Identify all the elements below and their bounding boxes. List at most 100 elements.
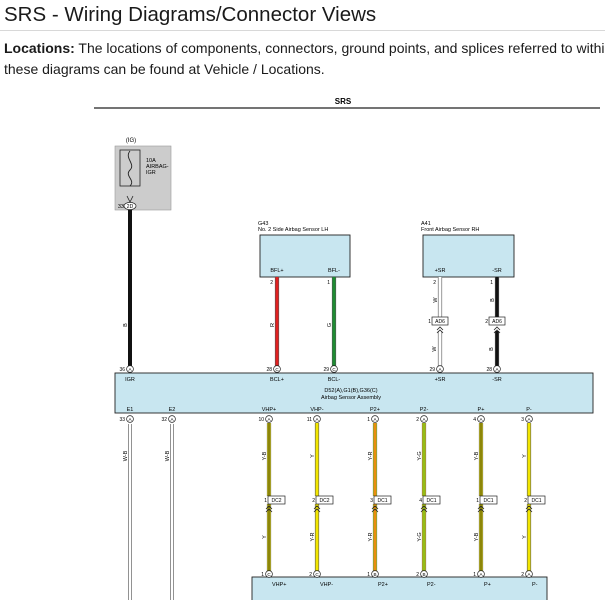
lower-wire-top-code-5: Y	[522, 454, 528, 458]
top-terminal-number-2: 29	[323, 367, 329, 373]
dc-connector-box-2	[373, 495, 392, 505]
dc-connector-pin-5: 2	[524, 498, 527, 504]
dc-connector-box-4	[479, 495, 498, 505]
end-terminal-0-conn: C	[267, 572, 271, 577]
front-connector-arrow-2	[493, 326, 501, 334]
front-sensor-pin-minus: -SR	[492, 268, 502, 274]
top-terminal-number-4: 28	[486, 367, 492, 373]
dc-connector-arrow-5	[525, 505, 533, 513]
end-terminal-number-1: 2	[309, 572, 312, 578]
front-connector-box-2	[488, 316, 506, 326]
dc-connector-id-3: DC1	[426, 498, 436, 504]
ig-wire-code: B	[123, 323, 129, 327]
top-terminal-label-1: BCL+	[270, 377, 284, 383]
bottom-terminal-1	[168, 415, 176, 423]
top-terminal-3-conn: A	[438, 367, 442, 372]
dc-connector-id-2: DC1	[377, 498, 387, 504]
fuse-pin-number: 33	[118, 204, 124, 210]
bottom-terminal-label-4: P2+	[370, 407, 380, 413]
end-terminal-number-3: 2	[416, 572, 419, 578]
fuse-connector-terminal	[123, 202, 137, 210]
bottom-terminal-2-conn: A	[267, 417, 271, 422]
bottom-terminal-number-5: 2	[416, 417, 419, 423]
fuse-name-line2: IGR	[146, 170, 156, 176]
end-terminal-5-conn: A	[527, 572, 531, 577]
dc-connector-id-4: DC1	[483, 498, 493, 504]
top-terminal-number-3: 29	[429, 367, 435, 373]
bottom-terminal-label-7: P-	[526, 407, 532, 413]
bottom-terminal-number-7: 3	[521, 417, 524, 423]
dc-connector-box-3	[422, 495, 441, 505]
bottom-terminal-5	[420, 415, 428, 423]
front-sensor-name: Front Airbag Sensor RH	[421, 227, 479, 233]
top-terminal-3	[436, 365, 444, 373]
lower-wire-bottom-code-0: Y	[262, 535, 268, 539]
bottom-terminal-label-1: E2	[169, 407, 176, 413]
end-terminal-label-0: VHP+	[272, 582, 287, 588]
bottom-terminal-2	[265, 415, 273, 423]
front-lower-code-1: W	[432, 346, 438, 352]
side-sensor-pin-minus: BFL-	[328, 268, 340, 274]
end-terminal-number-0: 1	[261, 572, 264, 578]
end-terminal-number-2: 1	[367, 572, 370, 578]
top-terminal-number-1: 28	[266, 367, 272, 373]
dc-connector-pin-2: 3	[370, 498, 373, 504]
front-sensor-pin-number-minus: 1	[490, 280, 493, 286]
front-sensor-box	[422, 234, 515, 278]
lower-wire-top-code-4: Y-B	[474, 451, 480, 460]
assembly-name-line1: D52(A),G1(B),G36(C)	[324, 388, 377, 394]
bottom-terminal-7	[525, 415, 533, 423]
end-terminal-4	[477, 570, 485, 578]
front-connector-arrows	[436, 326, 501, 334]
end-terminal-label-3: P2-	[427, 582, 436, 588]
dc-connector-id-5: DC1	[531, 498, 541, 504]
bottom-terminal-number-3: 11	[307, 417, 312, 423]
front-connector-id-2: AD6	[492, 319, 502, 325]
bottom-terminal-3	[313, 415, 321, 423]
lower-wire-top-code-3: Y-G	[417, 451, 423, 460]
lower-wire-bottom-code-2: Y-R	[368, 532, 374, 541]
front-connector-pin-2: 2	[485, 319, 488, 325]
dc-connector-arrow-0	[265, 505, 273, 513]
ground-wire-code-e1: W-B	[123, 450, 129, 461]
front-sensor-pin-plus: +SR	[435, 268, 446, 274]
bottom-terminal-label-3: VHP-	[310, 407, 323, 413]
airbag-sensor-assembly	[114, 372, 594, 414]
dc-connector-pin-1: 2	[312, 498, 315, 504]
fuse-rating: 10A	[146, 158, 156, 164]
upper-wire-code-3: B	[490, 298, 496, 302]
upper-wire-code-0: R	[270, 323, 276, 327]
assembly-bottom-terminals: E1A33E2A32VHP+A10VHP-A11P2+A1P2-A2P+A4P-…	[119, 407, 533, 423]
front-connector-arrow-1	[436, 326, 444, 334]
lower-wire-bottom-code-5: Y	[522, 535, 528, 539]
end-terminal-0	[265, 570, 273, 578]
end-terminal-1-conn: C	[315, 572, 319, 577]
dc-connector-box-0	[267, 495, 286, 505]
bottom-terminal-1-conn: A	[170, 417, 174, 422]
side-sensor-code: G43	[258, 221, 268, 227]
bottom-terminal-4-conn: A	[373, 417, 377, 422]
lower-wire-bottom-code-1: Y-R	[310, 532, 316, 541]
page-title: SRS - Wiring Diagrams/Connector Views	[4, 3, 377, 26]
bottom-terminal-label-2: VHP+	[262, 407, 277, 413]
ground-wire-code-e2: W-B	[165, 450, 171, 461]
front-sensor-pin-number-plus: 2	[433, 280, 436, 286]
bottom-terminal-3-conn: A	[315, 417, 319, 422]
top-terminal-label-2: BCL-	[328, 377, 341, 383]
end-terminal-3	[420, 570, 428, 578]
end-terminal-label-5: P-	[532, 582, 538, 588]
top-terminal-2	[330, 365, 338, 373]
end-terminal-number-5: 2	[521, 572, 524, 578]
lower-wire-top-code-0: Y-B	[262, 451, 268, 460]
end-terminal-3-conn: B	[422, 572, 425, 577]
front-connector-box-1	[431, 316, 449, 326]
bottom-terminal-label-0: E1	[127, 407, 134, 413]
front-lower-code-2: B	[489, 347, 495, 351]
fuse-block	[114, 145, 172, 211]
bottom-terminal-number-0: 33	[119, 417, 125, 423]
top-terminal-0	[126, 365, 134, 373]
end-terminal-4-conn: A	[479, 572, 483, 577]
dc-connector-arrow-4	[477, 505, 485, 513]
ground-wires	[128, 424, 174, 600]
